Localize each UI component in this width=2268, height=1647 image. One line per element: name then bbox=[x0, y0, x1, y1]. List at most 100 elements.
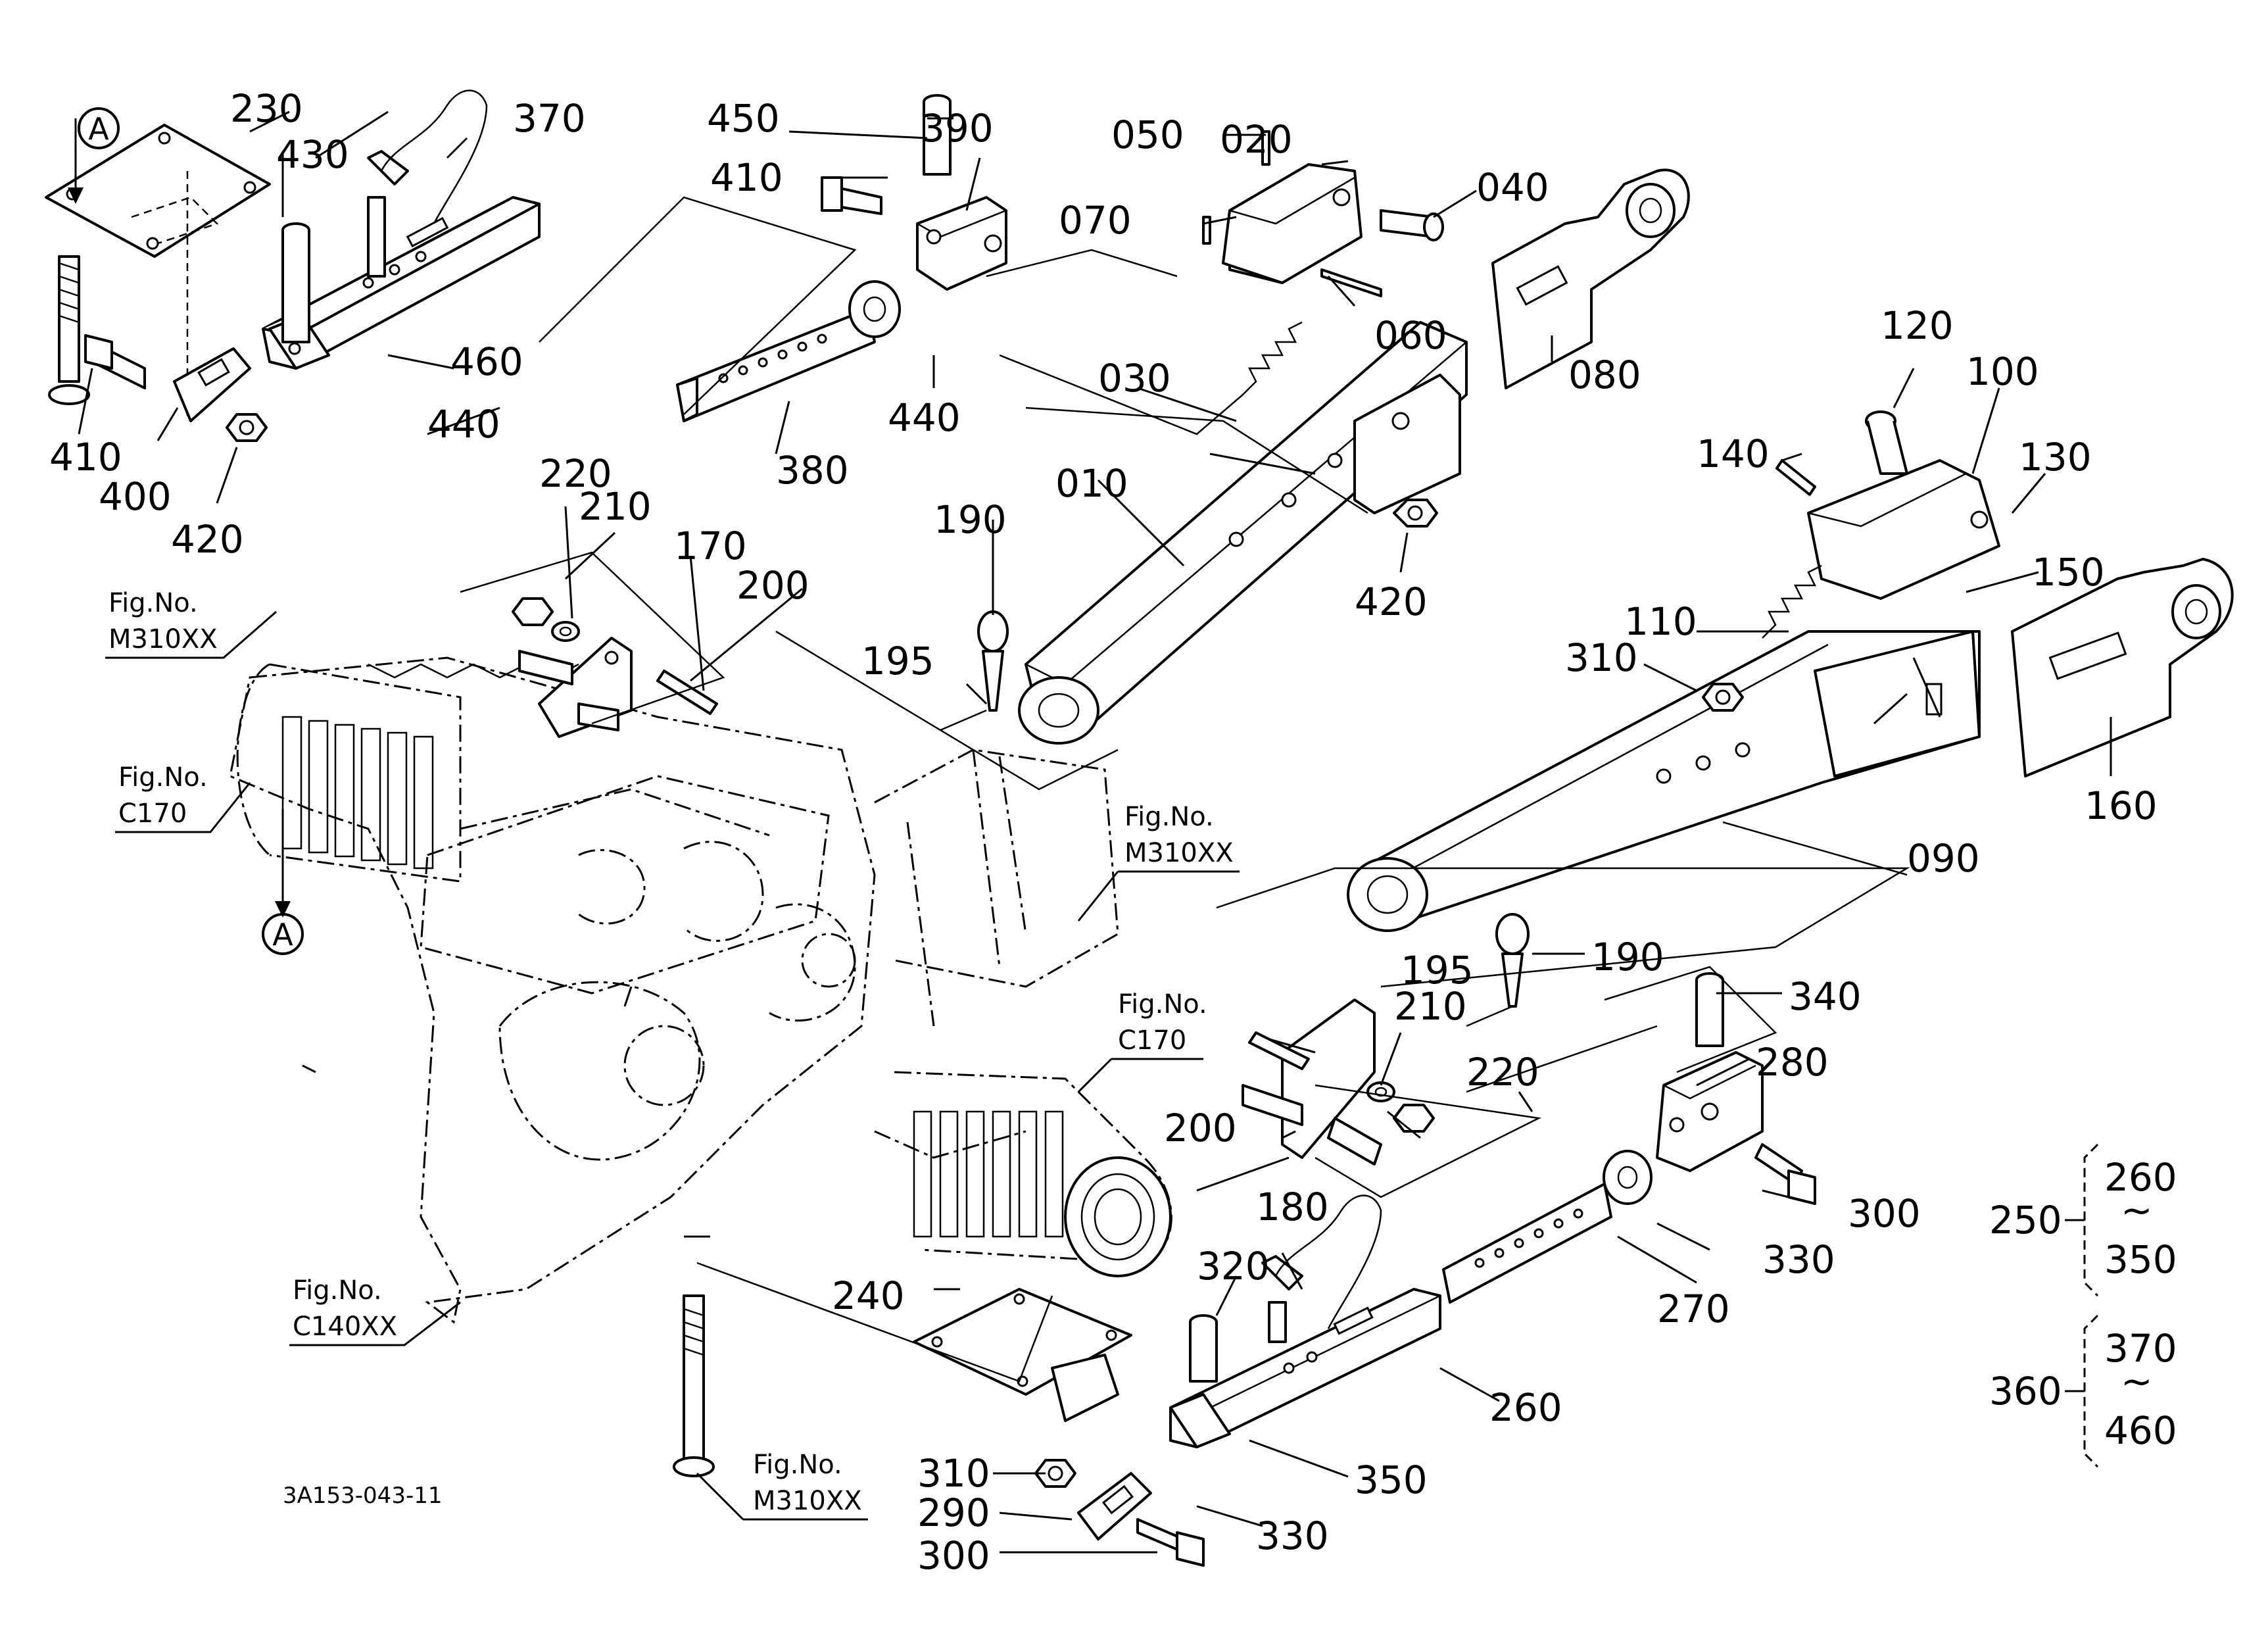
nut-220-mid bbox=[1393, 1104, 1435, 1133]
range-group-360: 360 370 ~ 460 bbox=[1989, 1314, 2177, 1468]
fig-ref-m310xx-top: Fig.No. M310XX bbox=[105, 588, 277, 659]
washer-210-mid bbox=[1366, 1081, 1395, 1102]
fig-ref-c170-mid: Fig.No. C170 bbox=[1077, 989, 1207, 1093]
part-number-340: 340 bbox=[1789, 974, 1862, 1019]
fig-ref-label: Fig.No. bbox=[293, 1275, 382, 1306]
part-number-460-range: 460 bbox=[2104, 1408, 2177, 1453]
part-number-195-right: 195 bbox=[1401, 948, 1474, 993]
bolt-long-lower bbox=[673, 1294, 715, 1477]
plate-240 bbox=[913, 1288, 1132, 1422]
bracket-plate-230 bbox=[45, 124, 271, 421]
fig-ref-label: Fig.No. bbox=[1118, 989, 1207, 1020]
part-number-220-mid: 220 bbox=[1466, 1050, 1539, 1094]
nut-420-right bbox=[1393, 499, 1438, 528]
part-number-380: 380 bbox=[776, 448, 849, 493]
transmission-housing-outline bbox=[229, 656, 1119, 1324]
left-axle-housing bbox=[236, 663, 579, 883]
part-number-410-top: 410 bbox=[710, 155, 783, 200]
pin-060 bbox=[1320, 268, 1382, 297]
lower-link-090 bbox=[1347, 630, 1981, 932]
drawing-code: 3A153-043-11 bbox=[283, 1483, 442, 1509]
bolt-300-right bbox=[1754, 1143, 1816, 1205]
fig-ref-code: C140XX bbox=[293, 1312, 397, 1342]
part-number-360: 360 bbox=[1989, 1369, 2062, 1413]
bracket-390 bbox=[916, 196, 1007, 291]
fig-ref-label: Fig.No. bbox=[109, 588, 198, 618]
part-number-270: 270 bbox=[1657, 1287, 1730, 1331]
part-number-130: 130 bbox=[2019, 435, 2092, 479]
end-160 bbox=[2011, 558, 2234, 777]
lower-link-010 bbox=[1018, 321, 1468, 745]
range-tilde: ~ bbox=[2121, 1188, 2153, 1233]
part-number-040: 040 bbox=[1476, 165, 1549, 210]
part-number-300-lower: 300 bbox=[917, 1533, 990, 1578]
pin-320 bbox=[1189, 1314, 1218, 1383]
part-number-350-range: 350 bbox=[2104, 1237, 2177, 1282]
bolt-410-left bbox=[84, 334, 146, 389]
part-number-200-top: 200 bbox=[736, 563, 809, 608]
part-number-440-left: 440 bbox=[427, 402, 500, 447]
part-number-330-right: 330 bbox=[1762, 1237, 1835, 1282]
fig-ref-code: C170 bbox=[1118, 1025, 1186, 1056]
part-number-170: 170 bbox=[674, 524, 747, 568]
part-number-310-right: 310 bbox=[1565, 635, 1638, 680]
fig-ref-label: Fig.No. bbox=[753, 1450, 842, 1480]
part-number-150: 150 bbox=[2032, 550, 2105, 595]
washer-210-top bbox=[551, 621, 580, 642]
fig-ref-code: M310XX bbox=[109, 624, 218, 654]
part-number-430: 430 bbox=[276, 132, 349, 177]
fig-ref-label: Fig.No. bbox=[118, 762, 208, 793]
stabilizer-260 bbox=[1169, 1288, 1441, 1448]
nut-310-right bbox=[1702, 683, 1744, 712]
part-number-250: 250 bbox=[1989, 1198, 2062, 1242]
part-number-400: 400 bbox=[99, 474, 172, 519]
fig-ref-code: M310XX bbox=[1124, 838, 1234, 868]
part-number-180: 180 bbox=[1256, 1185, 1329, 1229]
turnbuckle-380 bbox=[676, 280, 901, 422]
part-number-210-top: 210 bbox=[579, 484, 652, 529]
pin-050-070 bbox=[1202, 130, 1270, 245]
nut-310-lower bbox=[1034, 1459, 1076, 1488]
right-axle-housing bbox=[894, 1071, 1172, 1277]
bracket-170 bbox=[518, 637, 633, 738]
part-number-090: 090 bbox=[1907, 836, 1980, 881]
callout-a-bottom-text: A bbox=[272, 917, 293, 952]
fig-ref-label: Fig.No. bbox=[1124, 802, 1214, 832]
pin-120 bbox=[1865, 410, 1908, 475]
lynch-pin-190-top bbox=[940, 610, 1009, 731]
part-number-140: 140 bbox=[1697, 431, 1770, 476]
part-number-260: 260 bbox=[1489, 1385, 1562, 1430]
part-number-420-left: 420 bbox=[171, 517, 244, 562]
part-number-450: 450 bbox=[707, 96, 780, 141]
nut-220-top bbox=[512, 597, 554, 626]
part-number-220-top: 220 bbox=[539, 451, 612, 496]
part-number-030: 030 bbox=[1098, 356, 1171, 401]
bolt-410-top bbox=[821, 176, 882, 215]
part-number-300-right: 300 bbox=[1848, 1191, 1921, 1236]
pin-140 bbox=[1775, 459, 1816, 496]
part-number-350: 350 bbox=[1355, 1458, 1428, 1502]
lynch-pin-top-left bbox=[367, 89, 488, 278]
range-tilde: ~ bbox=[2121, 1359, 2153, 1404]
turnbuckle-270 bbox=[1442, 1150, 1653, 1304]
part-number-310-lower: 310 bbox=[917, 1451, 990, 1496]
part-number-060: 060 bbox=[1374, 313, 1447, 358]
fig-ref-code: M310XX bbox=[753, 1486, 862, 1516]
lynch-pin-lower bbox=[1261, 1194, 1382, 1343]
part-number-280: 280 bbox=[1756, 1040, 1829, 1085]
lynch-pin-190-right bbox=[1466, 913, 1530, 1027]
part-number-370: 370 bbox=[513, 96, 586, 141]
part-number-200-mid: 200 bbox=[1164, 1106, 1237, 1150]
part-number-020: 020 bbox=[1220, 117, 1293, 162]
fig-ref-m310xx-mid: Fig.No. M310XX bbox=[1077, 802, 1240, 922]
pin-040 bbox=[1380, 209, 1444, 241]
bracket-180 bbox=[1242, 998, 1382, 1166]
range-group-250: 250 260 ~ 350 bbox=[1989, 1143, 2177, 1297]
stud-200-mid bbox=[1248, 1031, 1310, 1070]
fig-ref-c140xx: Fig.No. C140XX bbox=[289, 1275, 461, 1346]
part-number-210-mid: 210 bbox=[1394, 984, 1467, 1029]
fig-ref-c170-left: Fig.No. C170 bbox=[115, 762, 251, 833]
part-number-160: 160 bbox=[2085, 783, 2158, 828]
part-number-440-top: 440 bbox=[888, 395, 961, 440]
